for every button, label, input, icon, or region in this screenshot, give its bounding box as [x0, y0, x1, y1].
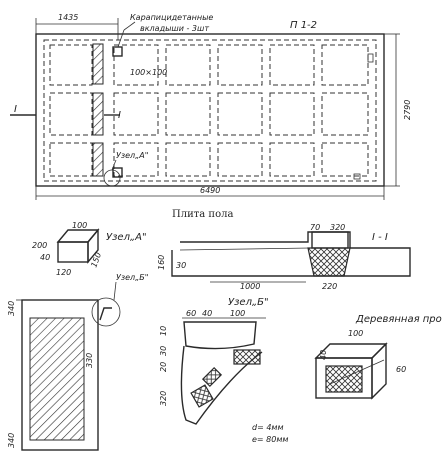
- section-title: I - I: [372, 232, 388, 243]
- rib-hatch-top: [92, 43, 104, 85]
- section-dim-220: 220: [322, 282, 337, 291]
- section-dim-1000: 1000: [240, 282, 260, 291]
- plan-inner-contour: [43, 39, 377, 182]
- section-dim-320: 320: [330, 223, 345, 232]
- node-b-dim-20: 20: [159, 362, 168, 372]
- node-b-insert-a: [233, 349, 261, 365]
- node-b-detail: Узел„Б" 60 40 100 10 30 20 320 d= 4мм e=…: [159, 297, 288, 444]
- node-b-dim-100: 100: [230, 309, 245, 318]
- node-b-dim-60: 60: [186, 309, 196, 318]
- rib-hatch-bottom: [92, 142, 104, 177]
- node-a-dim-40: 40: [40, 253, 50, 262]
- inserts-label-line2: вкладыши - 3шт: [140, 24, 209, 33]
- node-b-dim-40: 40: [202, 309, 212, 318]
- node-b-d-label: d= 4мм: [252, 423, 283, 432]
- side-dim-340-bot: 340: [7, 433, 16, 448]
- insert-square: [353, 173, 361, 180]
- section-dim-160: 160: [157, 255, 166, 270]
- inserts-label-line1: Карапицидетанные: [130, 13, 213, 22]
- slab-caption: Плита пола: [172, 209, 233, 220]
- wood-dim-60: 60: [396, 365, 406, 374]
- section-rib-crosshatch: [307, 247, 351, 277]
- node-a-dim-100: 100: [72, 221, 87, 230]
- dim-2790: 2790: [403, 100, 412, 120]
- insert-square: [367, 53, 374, 63]
- node-b-circle: [91, 297, 121, 327]
- side-view: 340 330 340 Узел„Б": [7, 273, 148, 451]
- plan-view: 1435 Карапицидетанные вкладыши - 3шт П 1…: [10, 13, 412, 200]
- wood-dim-100: 100: [348, 329, 363, 338]
- plan-mark: П 1-2: [290, 20, 317, 31]
- node-b-insert-b: [201, 366, 223, 388]
- section-mark-right: I: [118, 110, 121, 121]
- rib-hatch-mid: [92, 92, 104, 136]
- insert-square: [112, 46, 123, 57]
- node-b-label: Узел„Б": [116, 273, 148, 282]
- section-i-i: 70 320 160 30 1000 220 I - I: [157, 223, 411, 291]
- node-b-dim-10: 10: [159, 326, 168, 336]
- wood-insert-title: Деревянная пробка: [355, 313, 442, 325]
- node-a-circle: [103, 169, 121, 187]
- node-a-dim-120: 120: [56, 268, 71, 277]
- section-dim-70: 70: [310, 223, 320, 232]
- node-a-dim-150: 150: [89, 251, 103, 268]
- dim-1435: 1435: [58, 13, 78, 22]
- node-a-dim-200: 200: [32, 241, 47, 250]
- side-dim-330: 330: [85, 353, 94, 368]
- dim-6490: 6490: [200, 186, 220, 195]
- node-b-dim-30: 30: [159, 346, 168, 356]
- plan-outline: [35, 33, 385, 187]
- section-mark-left: I: [14, 104, 17, 115]
- node-b-dim-320: 320: [159, 391, 168, 406]
- node-b-insert-c: [190, 384, 214, 408]
- wood-dim-40: 40: [319, 350, 328, 360]
- side-dim-340-top: 340: [7, 301, 16, 316]
- cell-size-label: 100×100: [130, 68, 167, 77]
- node-b-detail-title: Узел„Б": [228, 297, 269, 308]
- insert-square: [112, 167, 123, 178]
- side-view-hatch: [29, 317, 85, 441]
- node-a-detail-title: Узел„А": [106, 232, 147, 243]
- node-b-e-label: e= 80мм: [252, 435, 288, 444]
- wood-insert-detail: Деревянная пробка 100 40 60: [314, 313, 442, 400]
- plan-cell-grid: [49, 44, 369, 177]
- node-a-label: Узел„А": [116, 151, 148, 160]
- wood-insert-hatch: [325, 365, 363, 393]
- section-dim-30: 30: [176, 261, 186, 270]
- node-a-detail: 100 200 40 120 150 Узел„А": [32, 221, 147, 277]
